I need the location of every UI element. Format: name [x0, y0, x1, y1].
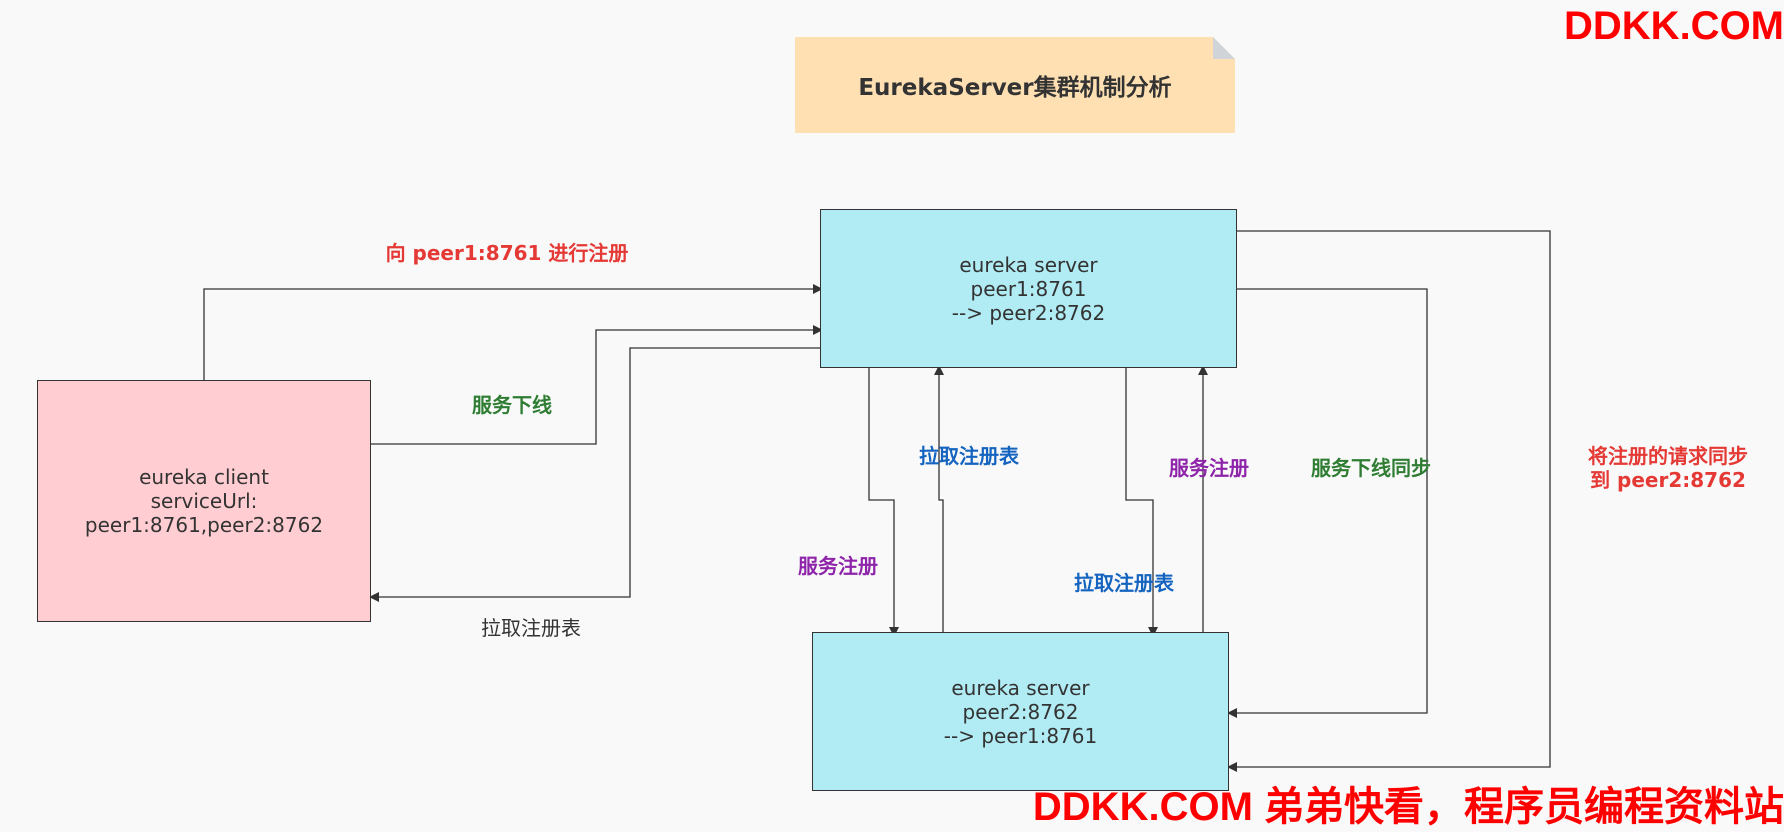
- server1-line-2: peer1:8761: [970, 276, 1087, 301]
- diagram-title: EurekaServer集群机制分析: [795, 37, 1235, 133]
- watermark-top: DDKK.COM: [1564, 4, 1784, 48]
- edge-client-offline: [370, 325, 823, 445]
- client-line-3: peer1:8761,peer2:8762: [84, 513, 324, 537]
- client-line-2: serviceUrl:: [150, 489, 258, 513]
- label-s2-register-s1: 服务注册: [1169, 456, 1249, 480]
- edge-s1-fetch-s2: [1125, 367, 1158, 637]
- label-client-register: 向 peer1:8761 进行注册: [385, 241, 629, 265]
- edge-client-register: [203, 284, 823, 380]
- eureka-server-peer1: eureka server peer1:8761 --> peer2:8762: [820, 209, 1237, 368]
- label-register-sync: 将注册的请求同步 到 peer2:8762: [1588, 444, 1748, 492]
- client-line-1: eureka client: [139, 465, 269, 489]
- label-client-fetch: 拉取注册表: [481, 616, 581, 640]
- label-offline-sync: 服务下线同步: [1311, 456, 1431, 480]
- eureka-server-peer2: eureka server peer2:8762 --> peer1:8761: [812, 632, 1229, 791]
- edge-client-fetch: [369, 347, 822, 602]
- eureka-client: eureka client serviceUrl: peer1:8761,pee…: [37, 380, 371, 622]
- label-register-sync-line-1: 将注册的请求同步: [1588, 444, 1748, 468]
- diagram-title-text: EurekaServer集群机制分析: [858, 75, 1172, 101]
- watermark-bottom: DDKK.COM 弟弟快看，程序员编程资料站: [1032, 785, 1784, 829]
- edge-s2-fetch-s1: [934, 365, 944, 632]
- edge-s1-register-s2: [868, 367, 899, 637]
- server1-line-1: eureka server: [959, 252, 1098, 277]
- label-s1-fetch-s2: 拉取注册表: [1074, 571, 1174, 595]
- label-s2-fetch-s1: 拉取注册表: [919, 444, 1019, 468]
- server1-line-3: --> peer2:8762: [951, 300, 1106, 325]
- server2-line-2: peer2:8762: [962, 699, 1079, 724]
- label-register-sync-line-2: 到 peer2:8762: [1590, 468, 1746, 492]
- server2-line-1: eureka server: [951, 675, 1090, 700]
- label-s1-register-s2: 服务注册: [798, 554, 878, 578]
- label-client-offline: 服务下线: [472, 393, 552, 417]
- edge-register-sync: [1227, 230, 1551, 772]
- server2-line-3: --> peer1:8761: [943, 723, 1098, 748]
- edge-offline-sync: [1227, 288, 1428, 718]
